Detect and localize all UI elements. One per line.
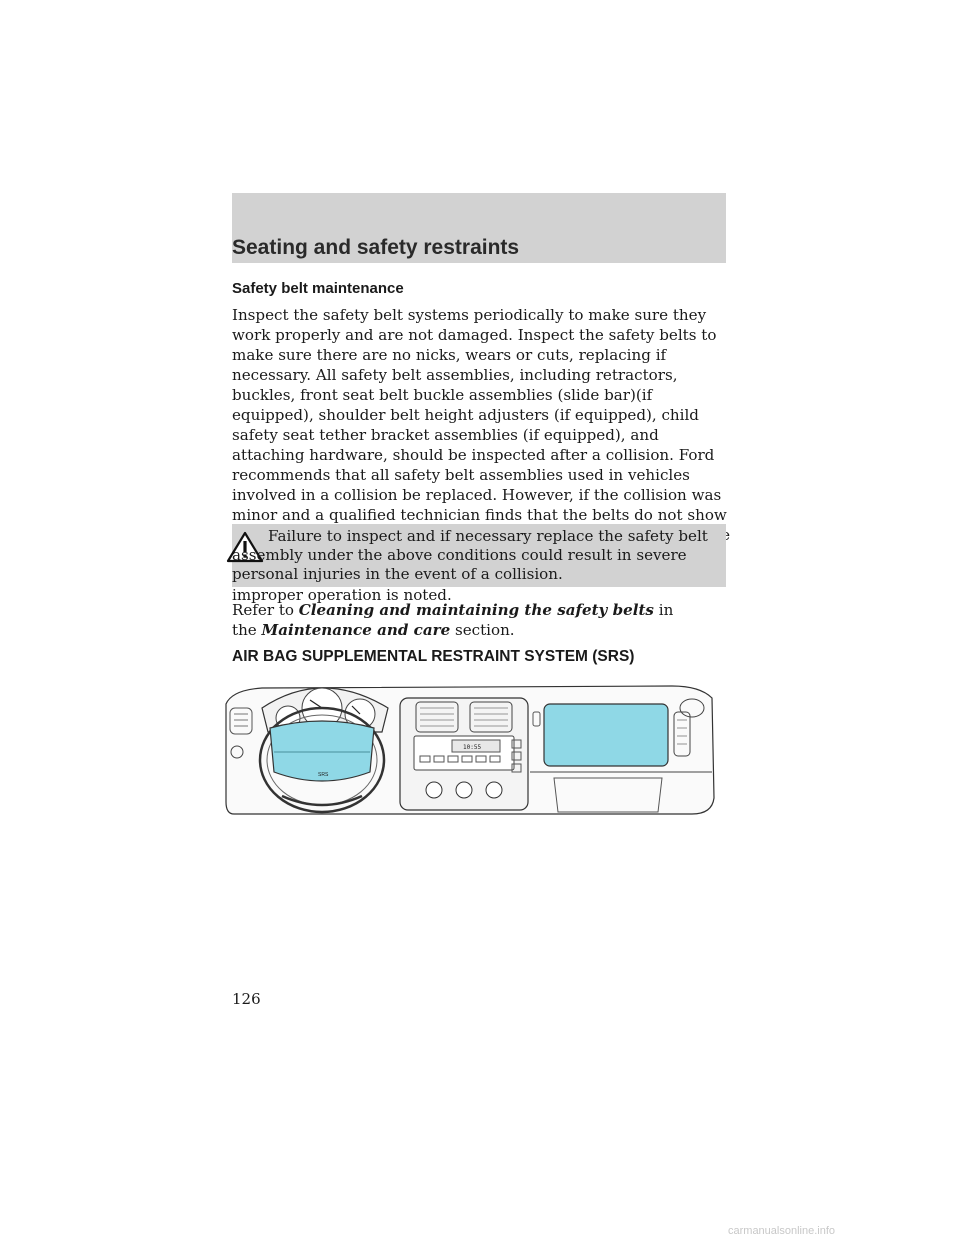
watermark: carmanualsonline.info bbox=[728, 1225, 836, 1237]
warning-triangle-icon bbox=[226, 531, 264, 563]
page-number: 126 bbox=[232, 990, 261, 1008]
refer-link-maintenance: Maintenance and care bbox=[261, 621, 451, 639]
refer-middle: in the bbox=[232, 601, 674, 639]
warning-box bbox=[232, 524, 726, 587]
srs-heading: AIR BAG SUPPLEMENTAL RESTRAINT SYSTEM (S… bbox=[232, 648, 635, 665]
refer-paragraph: Refer to Cleaning and maintaining the sa… bbox=[232, 600, 702, 640]
radio-display: 10:55 bbox=[463, 744, 481, 751]
dashboard-illustration: SRS 10:55 bbox=[225, 685, 715, 815]
refer-link-cleaning: Cleaning and maintaining the safety belt… bbox=[298, 601, 654, 619]
chapter-title: Seating and safety restraints bbox=[232, 236, 520, 259]
warning-text: Failure to inspect and if necessary repl… bbox=[232, 527, 708, 583]
srs-hub-label: SRS bbox=[318, 772, 329, 778]
section-heading: Safety belt maintenance bbox=[232, 280, 404, 297]
refer-prefix: Refer to bbox=[232, 601, 299, 619]
refer-suffix: section. bbox=[450, 621, 515, 639]
header-band bbox=[232, 193, 726, 263]
